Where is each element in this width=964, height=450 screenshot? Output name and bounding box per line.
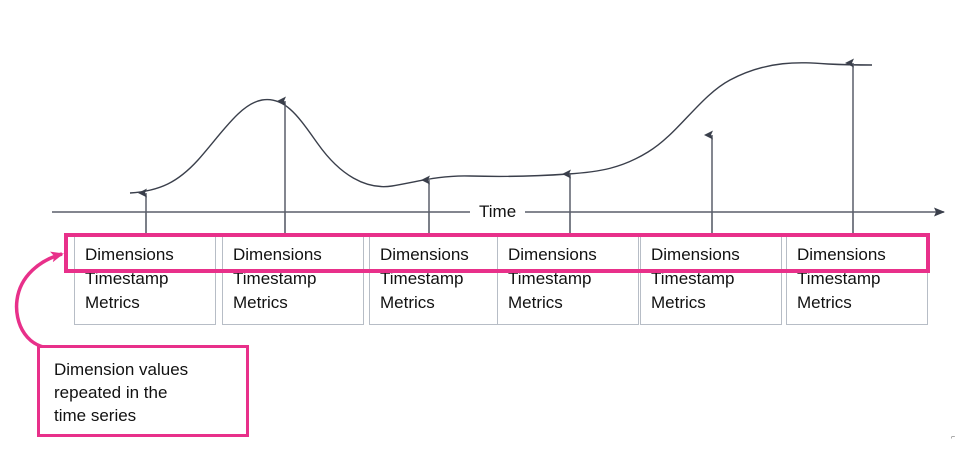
record-field-timestamp: Timestamp — [85, 269, 169, 288]
record-field-metrics: Metrics — [233, 293, 288, 312]
record-field-timestamp: Timestamp — [508, 269, 592, 288]
record-field-dimensions: Dimensions — [85, 245, 174, 264]
record-box: Dimensions Timestamp Metrics — [369, 236, 511, 325]
callout-line: time series — [54, 406, 137, 425]
record-field-metrics: Metrics — [85, 293, 140, 312]
record-field-dimensions: Dimensions — [233, 245, 322, 264]
record-field-timestamp: Timestamp — [651, 269, 735, 288]
record-field-timestamp: Timestamp — [233, 269, 317, 288]
record-box: Dimensions Timestamp Metrics — [74, 236, 216, 325]
record-box: Dimensions Timestamp Metrics — [222, 236, 364, 325]
record-field-dimensions: Dimensions — [380, 245, 469, 264]
record-field-metrics: Metrics — [797, 293, 852, 312]
record-field-metrics: Metrics — [380, 293, 435, 312]
record-box: Dimensions Timestamp Metrics — [640, 236, 782, 325]
callout-line: Dimension values — [54, 360, 189, 379]
callout-box: Dimension values repeated in the time se… — [37, 345, 249, 437]
callout-line: repeated in the — [54, 383, 168, 402]
record-box: Dimensions Timestamp Metrics — [786, 236, 928, 325]
record-field-dimensions: Dimensions — [508, 245, 597, 264]
record-field-dimensions: Dimensions — [651, 245, 740, 264]
time-series-curve — [129, 62, 873, 194]
record-field-metrics: Metrics — [651, 293, 706, 312]
corner-mark: ⌐ — [951, 434, 956, 441]
sample-arrows — [138, 58, 854, 236]
record-field-timestamp: Timestamp — [797, 269, 881, 288]
record-box: Dimensions Timestamp Metrics — [497, 236, 639, 325]
time-axis-label: Time — [470, 202, 526, 222]
record-field-timestamp: Timestamp — [380, 269, 464, 288]
record-field-dimensions: Dimensions — [797, 245, 886, 264]
record-field-metrics: Metrics — [508, 293, 563, 312]
